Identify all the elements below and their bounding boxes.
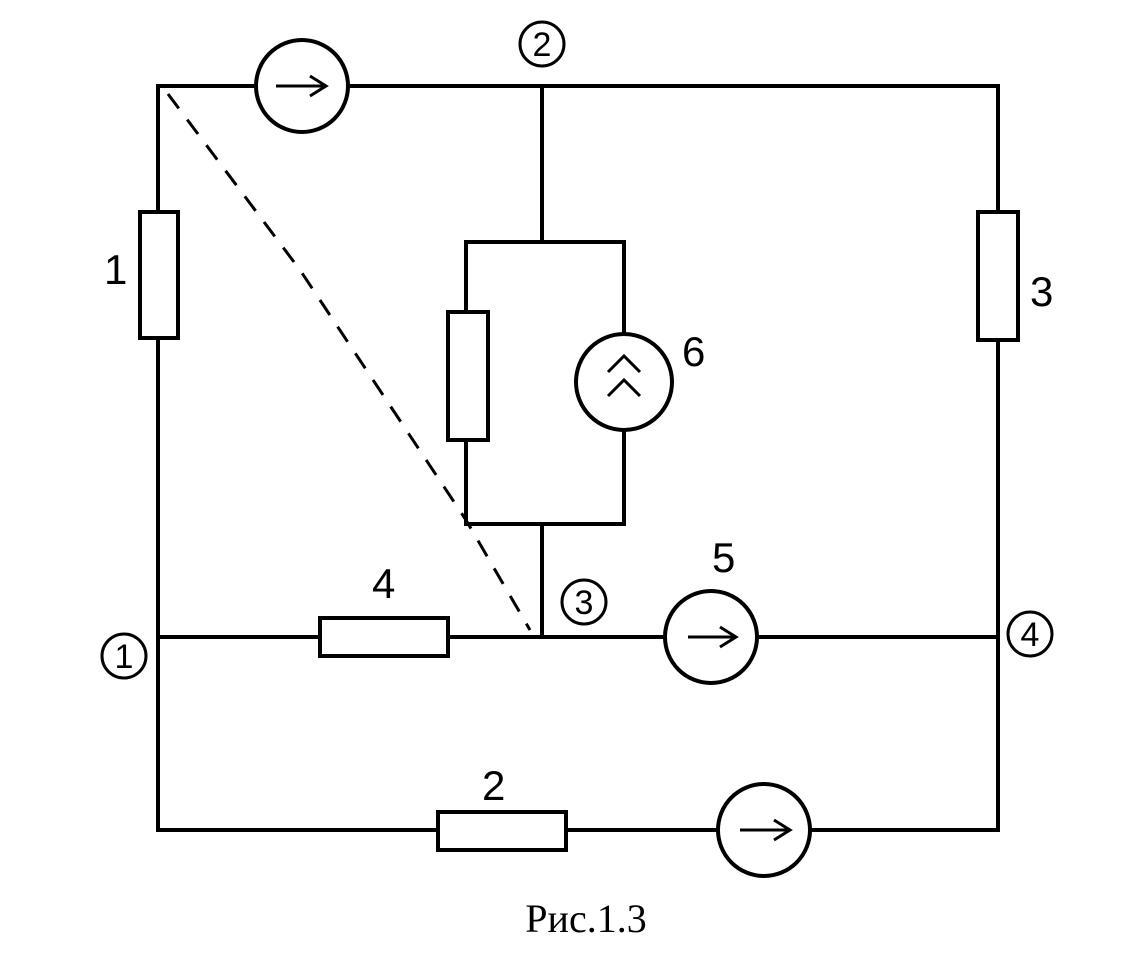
voltage-source-top	[254, 38, 350, 134]
resistor-1	[138, 210, 180, 340]
figure-caption: Рис.1.3	[525, 896, 646, 941]
svg-text:4: 4	[1021, 616, 1040, 654]
wires	[156, 84, 1000, 832]
resistor-parallel	[446, 310, 490, 442]
label-element-1: 1	[104, 246, 127, 293]
label-element-2: 2	[482, 762, 505, 809]
node-4: 4	[1006, 610, 1054, 658]
label-element-3: 3	[1030, 268, 1053, 315]
voltage-source-5	[663, 589, 759, 685]
node-2: 2	[518, 20, 566, 68]
resistor-4	[318, 616, 450, 658]
current-source-6	[574, 332, 674, 432]
arrow-right-icon	[773, 818, 793, 842]
resistor-3	[976, 210, 1020, 342]
label-element-5: 5	[712, 534, 735, 581]
label-element-4: 4	[372, 560, 395, 607]
arrow-right-icon	[719, 625, 739, 649]
svg-text:2: 2	[533, 26, 552, 64]
label-element-6: 6	[682, 328, 705, 375]
svg-text:1: 1	[115, 638, 134, 676]
node-3: 3	[560, 578, 608, 626]
arrow-right-icon	[309, 74, 329, 98]
dashed-contour-line	[166, 93, 532, 631]
voltage-source-bottom	[716, 782, 812, 878]
node-1: 1	[100, 632, 148, 680]
resistor-2	[436, 810, 568, 852]
svg-text:3: 3	[575, 584, 594, 622]
double-chevron-up-icon	[606, 353, 642, 374]
